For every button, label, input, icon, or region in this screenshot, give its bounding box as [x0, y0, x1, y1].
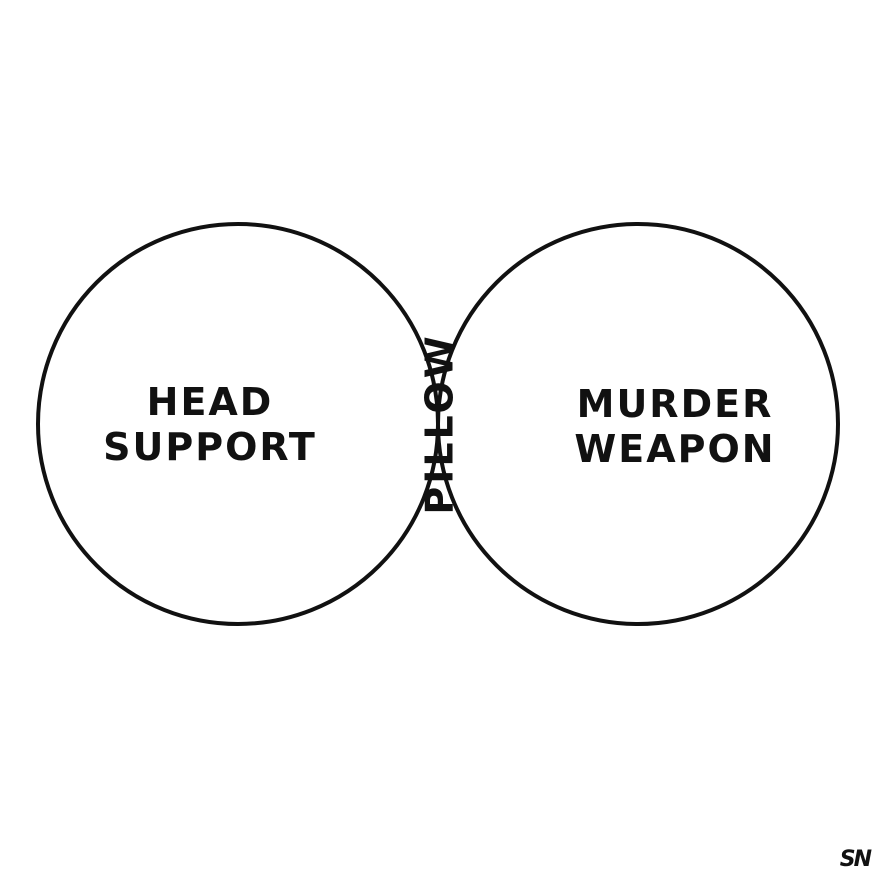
right-circle — [436, 222, 840, 626]
intersection-label: PILLOW — [417, 333, 462, 515]
left-set-line-2: SUPPORT — [103, 424, 317, 469]
left-set-line-1: HEAD — [146, 380, 274, 424]
right-set-line-1: MURDER — [576, 382, 774, 426]
right-set-line-2: WEAPON — [574, 426, 776, 471]
right-set-label: MURDER WEAPON — [530, 382, 820, 472]
left-set-label: HEAD SUPPORT — [70, 380, 350, 470]
artist-signature: SN — [839, 847, 872, 872]
